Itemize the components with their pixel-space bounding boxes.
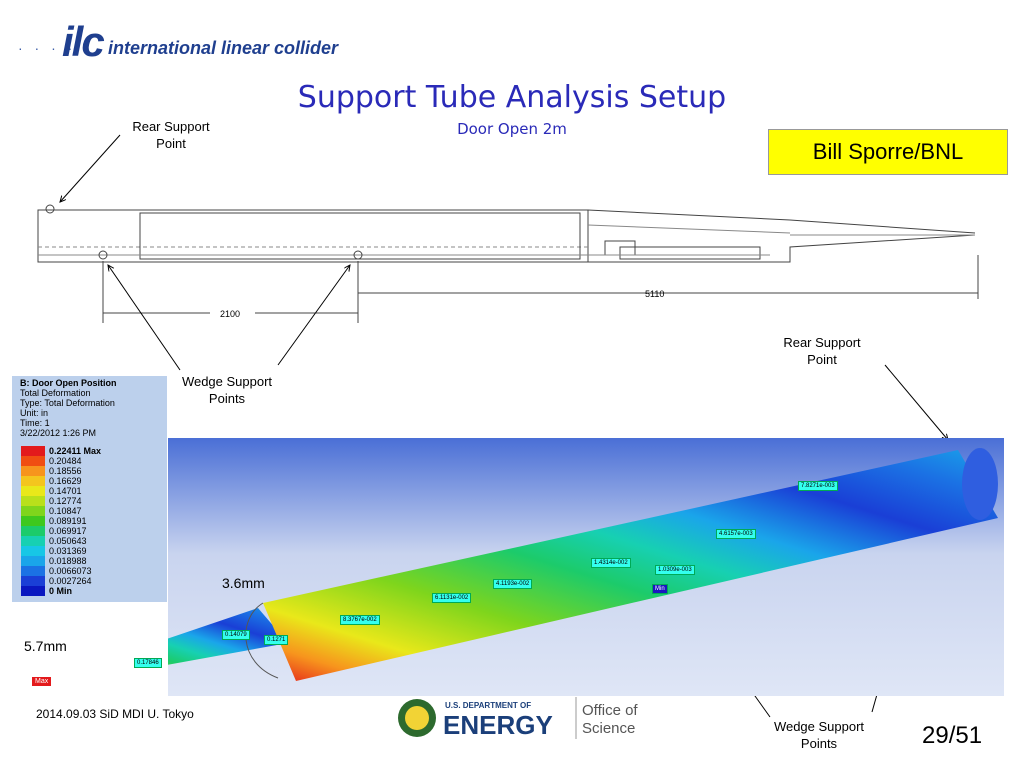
legend-swatch xyxy=(21,526,45,536)
legend-value: 0.0027264 xyxy=(49,576,92,586)
legend-entry: 0.12774 xyxy=(21,496,171,506)
probe-label: 8.3767e-002 xyxy=(340,615,380,625)
doe-line1: U.S. DEPARTMENT OF xyxy=(445,701,531,710)
fea-tube xyxy=(20,448,998,690)
probe-label: 4.1193e-002 xyxy=(493,579,533,589)
legend-entry: 0.16629 xyxy=(21,476,171,486)
legend-entry: 0.050643 xyxy=(21,536,171,546)
wedge-support-label-left: Wedge Support Points xyxy=(181,374,273,406)
legend-swatch xyxy=(21,536,45,546)
fea-render: 7.8271e-003 4.6157e-003 1.4314e-002 1.03… xyxy=(20,438,1004,696)
probe-label: 1.4314e-002 xyxy=(591,558,631,568)
ilc-logo-mark: ilc xyxy=(62,18,105,65)
legend-swatch xyxy=(21,586,45,596)
ilc-logo-text: international linear collider xyxy=(108,38,339,58)
legend-entry: 0.10847 xyxy=(21,506,171,516)
legend-line: Total Deformation xyxy=(20,388,91,398)
legend-value: 0.14701 xyxy=(49,486,82,496)
probe-label: 0.14079 xyxy=(222,630,250,640)
doe-logo: U.S. DEPARTMENT OF ENERGY Office of Scie… xyxy=(398,697,638,740)
legend-value: 0.050643 xyxy=(49,536,87,546)
legend-swatch xyxy=(21,576,45,586)
legend-value: 0.089191 xyxy=(49,516,87,526)
legend-entry: 0.031369 xyxy=(21,546,171,556)
legend-entry: 0 Min xyxy=(21,586,171,596)
probe-label: 1.0309e-003 xyxy=(655,565,695,575)
dimension-5110: 5110 xyxy=(645,289,664,299)
legend-line: Type: Total Deformation xyxy=(20,398,115,408)
probe-label: 0.17846 xyxy=(134,658,162,668)
legend-entry: 0.0027264 xyxy=(21,576,171,586)
probe-label: 0.1271 xyxy=(264,635,289,645)
rear-support-label-top: Rear Support Point xyxy=(132,119,210,151)
doe-office2: Science xyxy=(582,720,635,737)
max-tag: Max xyxy=(32,677,52,686)
legend-entry: 0.14701 xyxy=(21,486,171,496)
legend-entry: 0.089191 xyxy=(21,516,171,526)
slide-title: Support Tube Analysis Setup xyxy=(297,80,727,115)
footer-date: 2014.09.03 SiD MDI U. Tokyo xyxy=(36,707,194,721)
legend-value: 0.10847 xyxy=(49,506,82,516)
min-tag: Min xyxy=(652,584,668,594)
legend-entry: 0.069917 xyxy=(21,526,171,536)
legend-swatch xyxy=(21,566,45,576)
deformation-legend: B: Door Open Position Total Deformation … xyxy=(12,376,167,602)
legend-value: 0 Min xyxy=(49,586,73,596)
legend-line: Unit: in xyxy=(20,408,49,418)
legend-value: 0.031369 xyxy=(49,546,87,556)
legend-swatch xyxy=(21,466,45,476)
legend-swatch xyxy=(21,546,45,556)
legend-line: 3/22/2012 1:26 PM xyxy=(20,428,97,438)
legend-swatch xyxy=(21,516,45,526)
legend-entry: 0.18556 xyxy=(21,466,171,476)
legend-value: 0.22411 Max xyxy=(49,446,102,456)
probe-label: 7.8271e-003 xyxy=(798,481,838,491)
legend-value: 0.018988 xyxy=(49,556,87,566)
legend-value: 0.0066073 xyxy=(49,566,92,576)
legend-value: 0.069917 xyxy=(49,526,87,536)
rear-support-label-right: Rear Support Point xyxy=(783,335,861,367)
legend-swatch xyxy=(21,446,45,456)
probe-label: 6.1131e-002 xyxy=(432,593,472,603)
legend-swatch xyxy=(21,506,45,516)
deformation-label-3-6mm: 3.6mm xyxy=(222,575,265,591)
legend-value: 0.18556 xyxy=(49,466,82,476)
legend-swatch xyxy=(21,476,45,486)
legend-line: Time: 1 xyxy=(20,418,50,428)
legend-swatch xyxy=(21,486,45,496)
doe-line2: ENERGY xyxy=(443,710,553,740)
legend-swatch xyxy=(21,496,45,506)
author-badge: Bill Sporre/BNL xyxy=(768,129,1008,175)
logo-dots: · · · · xyxy=(18,40,77,56)
doe-office1: Office of xyxy=(582,702,638,719)
legend-value: 0.20484 xyxy=(49,456,82,466)
legend-entry: 0.22411 Max xyxy=(21,446,171,456)
wedge-support-label-right: Wedge Support Points xyxy=(773,719,865,751)
dimension-2100: 2100 xyxy=(220,309,240,319)
legend-title: B: Door Open Position xyxy=(20,378,117,388)
legend-value: 0.12774 xyxy=(49,496,82,506)
deformation-label-5-7mm: 5.7mm xyxy=(24,638,67,654)
probe-label: 4.6157e-003 xyxy=(716,529,756,539)
engineering-drawing: 2100 5110 xyxy=(37,204,979,323)
legend-entry: 0.0066073 xyxy=(21,566,171,576)
legend-entry: 0.20484 xyxy=(21,456,171,466)
legend-entry: 0.018988 xyxy=(21,556,171,566)
legend-swatch xyxy=(21,556,45,566)
page-number: 29/51 xyxy=(922,722,983,749)
legend-value: 0.16629 xyxy=(49,476,82,486)
slide-subtitle: Door Open 2m xyxy=(457,120,567,138)
legend-swatch xyxy=(21,456,45,466)
